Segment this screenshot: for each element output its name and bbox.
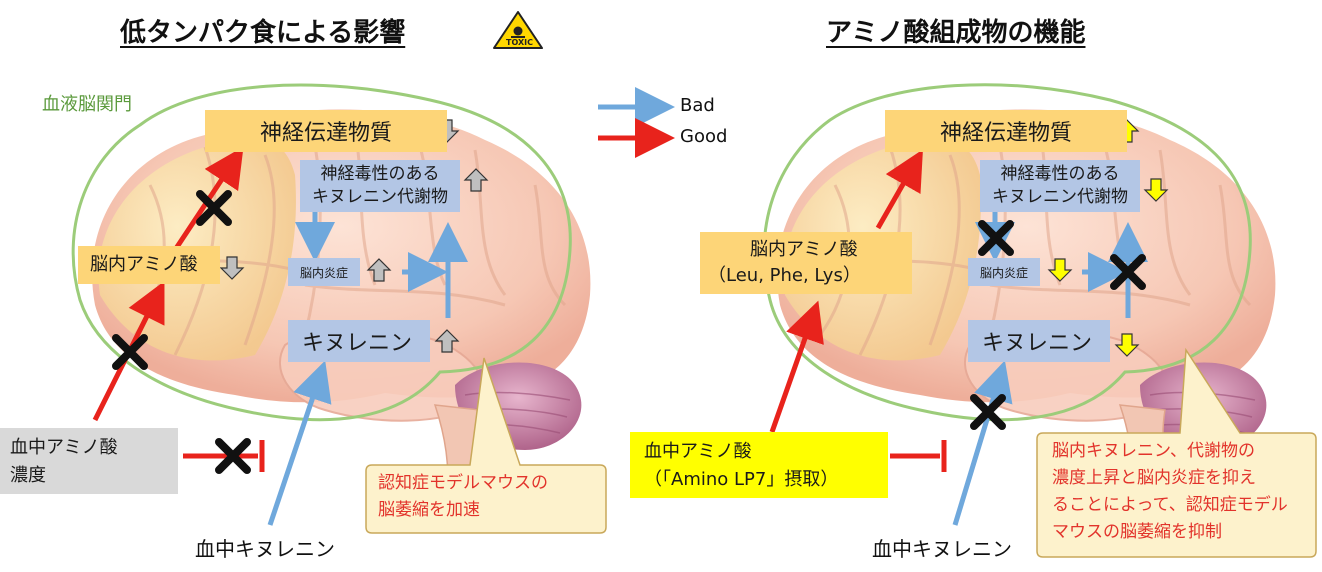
- legend-good-label: Good: [680, 126, 728, 147]
- left-kynurenine-label: キヌレニン: [302, 331, 413, 356]
- right-bbb-outline: [762, 83, 1252, 422]
- left-neurotoxic-line1: 神経毒性のある: [320, 164, 440, 184]
- left-blood-kyn-arrow: [267, 360, 332, 526]
- right-brain-aa-line1: 脳内アミノ酸: [750, 239, 858, 260]
- right-callout-line2: 濃度上昇と脳内炎症を抑え: [1052, 468, 1256, 488]
- right-callout-bubble: [1036, 347, 1317, 558]
- left-neurotransmitter-box: 神経伝達物質: [205, 110, 447, 152]
- right-neurotransmitter-label: 神経伝達物質: [939, 121, 1072, 146]
- right-brain-aa-arrow: [875, 149, 923, 230]
- left-blood-kyn-label: 血中キヌレニン: [195, 537, 335, 561]
- right-panel-title: アミノ酸組成物の機能: [826, 18, 1086, 48]
- right-callout-line1: 脳内キヌレニン、代謝物の: [1052, 441, 1255, 461]
- left-blood-aa-box: 血中アミノ酸 濃度: [0, 428, 178, 494]
- right-callout-line4: マウスの脳萎縮を抑制: [1052, 522, 1222, 542]
- left-inflammation-label: 脳内炎症: [299, 265, 348, 280]
- left-neurotransmitter-label: 神経伝達物質: [259, 121, 392, 146]
- left-blood-aa-line1: 血中アミノ酸: [10, 437, 118, 458]
- legend-bad-label: Bad: [680, 95, 715, 116]
- right-callout-text: 脳内キヌレニン、代謝物の 濃度上昇と脳内炎症を抑え ることによって、認知症モデル…: [1052, 438, 1288, 546]
- left-kynurenine-box: キヌレニン: [288, 320, 430, 362]
- right-blood-kyn-label: 血中キヌレニン: [872, 537, 1012, 561]
- right-neurotoxic-line2: キヌレニン代謝物: [992, 187, 1128, 207]
- left-bbb-label: 血液脳関門: [42, 94, 132, 115]
- left-callout-line2: 脳萎縮を加速: [378, 500, 480, 520]
- right-kynurenine-box: キヌレニン: [968, 320, 1110, 362]
- toxic-warning-icon: [493, 11, 543, 49]
- right-neurotoxic-box: 神経毒性のある キヌレニン代謝物: [980, 160, 1140, 212]
- left-callout-line1: 認知症モデルマウスの: [378, 473, 548, 493]
- right-brain-aa-box: 脳内アミノ酸 （Leu, Phe, Lys）: [700, 232, 912, 294]
- left-neurotoxic-line2: キヌレニン代謝物: [312, 187, 448, 207]
- right-blood-kyn-arrow: [952, 360, 1013, 526]
- right-blood-aa-arrow: [769, 300, 824, 433]
- right-brain-aa-line2: （Leu, Phe, Lys）: [708, 265, 861, 286]
- right-neurotoxic-line1: 神経毒性のある: [1000, 164, 1120, 184]
- right-kynurenine-label: キヌレニン: [982, 331, 1093, 356]
- left-neurotoxic-box: 神経毒性のある キヌレニン代謝物: [300, 160, 460, 212]
- right-blood-aa-line1: 血中アミノ酸: [644, 441, 752, 462]
- left-brain-aa-label: 脳内アミノ酸: [90, 254, 198, 275]
- left-callout-bubble: [365, 357, 607, 534]
- right-inflammation-box: 脳内炎症: [968, 258, 1040, 286]
- left-blood-aa-line2: 濃度: [10, 465, 46, 486]
- left-brain-aa-box: 脳内アミノ酸: [78, 246, 220, 284]
- left-bbb-outline: [71, 83, 572, 422]
- toxic-label: TOXIC: [506, 38, 533, 47]
- right-inflammation-label: 脳内炎症: [979, 265, 1028, 280]
- left-inflammation-box: 脳内炎症: [288, 258, 360, 286]
- right-blood-aa-box: 血中アミノ酸 （「Amino LP7」摂取）: [630, 432, 888, 498]
- right-neurotransmitter-box: 神経伝達物質: [885, 110, 1127, 152]
- left-panel-title: 低タンパク食による影響: [120, 18, 406, 48]
- left-callout-text: 認知症モデルマウスの 脳萎縮を加速: [378, 470, 548, 524]
- right-blood-aa-line2: （「Amino LP7」摂取）: [644, 469, 839, 490]
- right-callout-line3: ることによって、認知症モデル: [1052, 495, 1288, 515]
